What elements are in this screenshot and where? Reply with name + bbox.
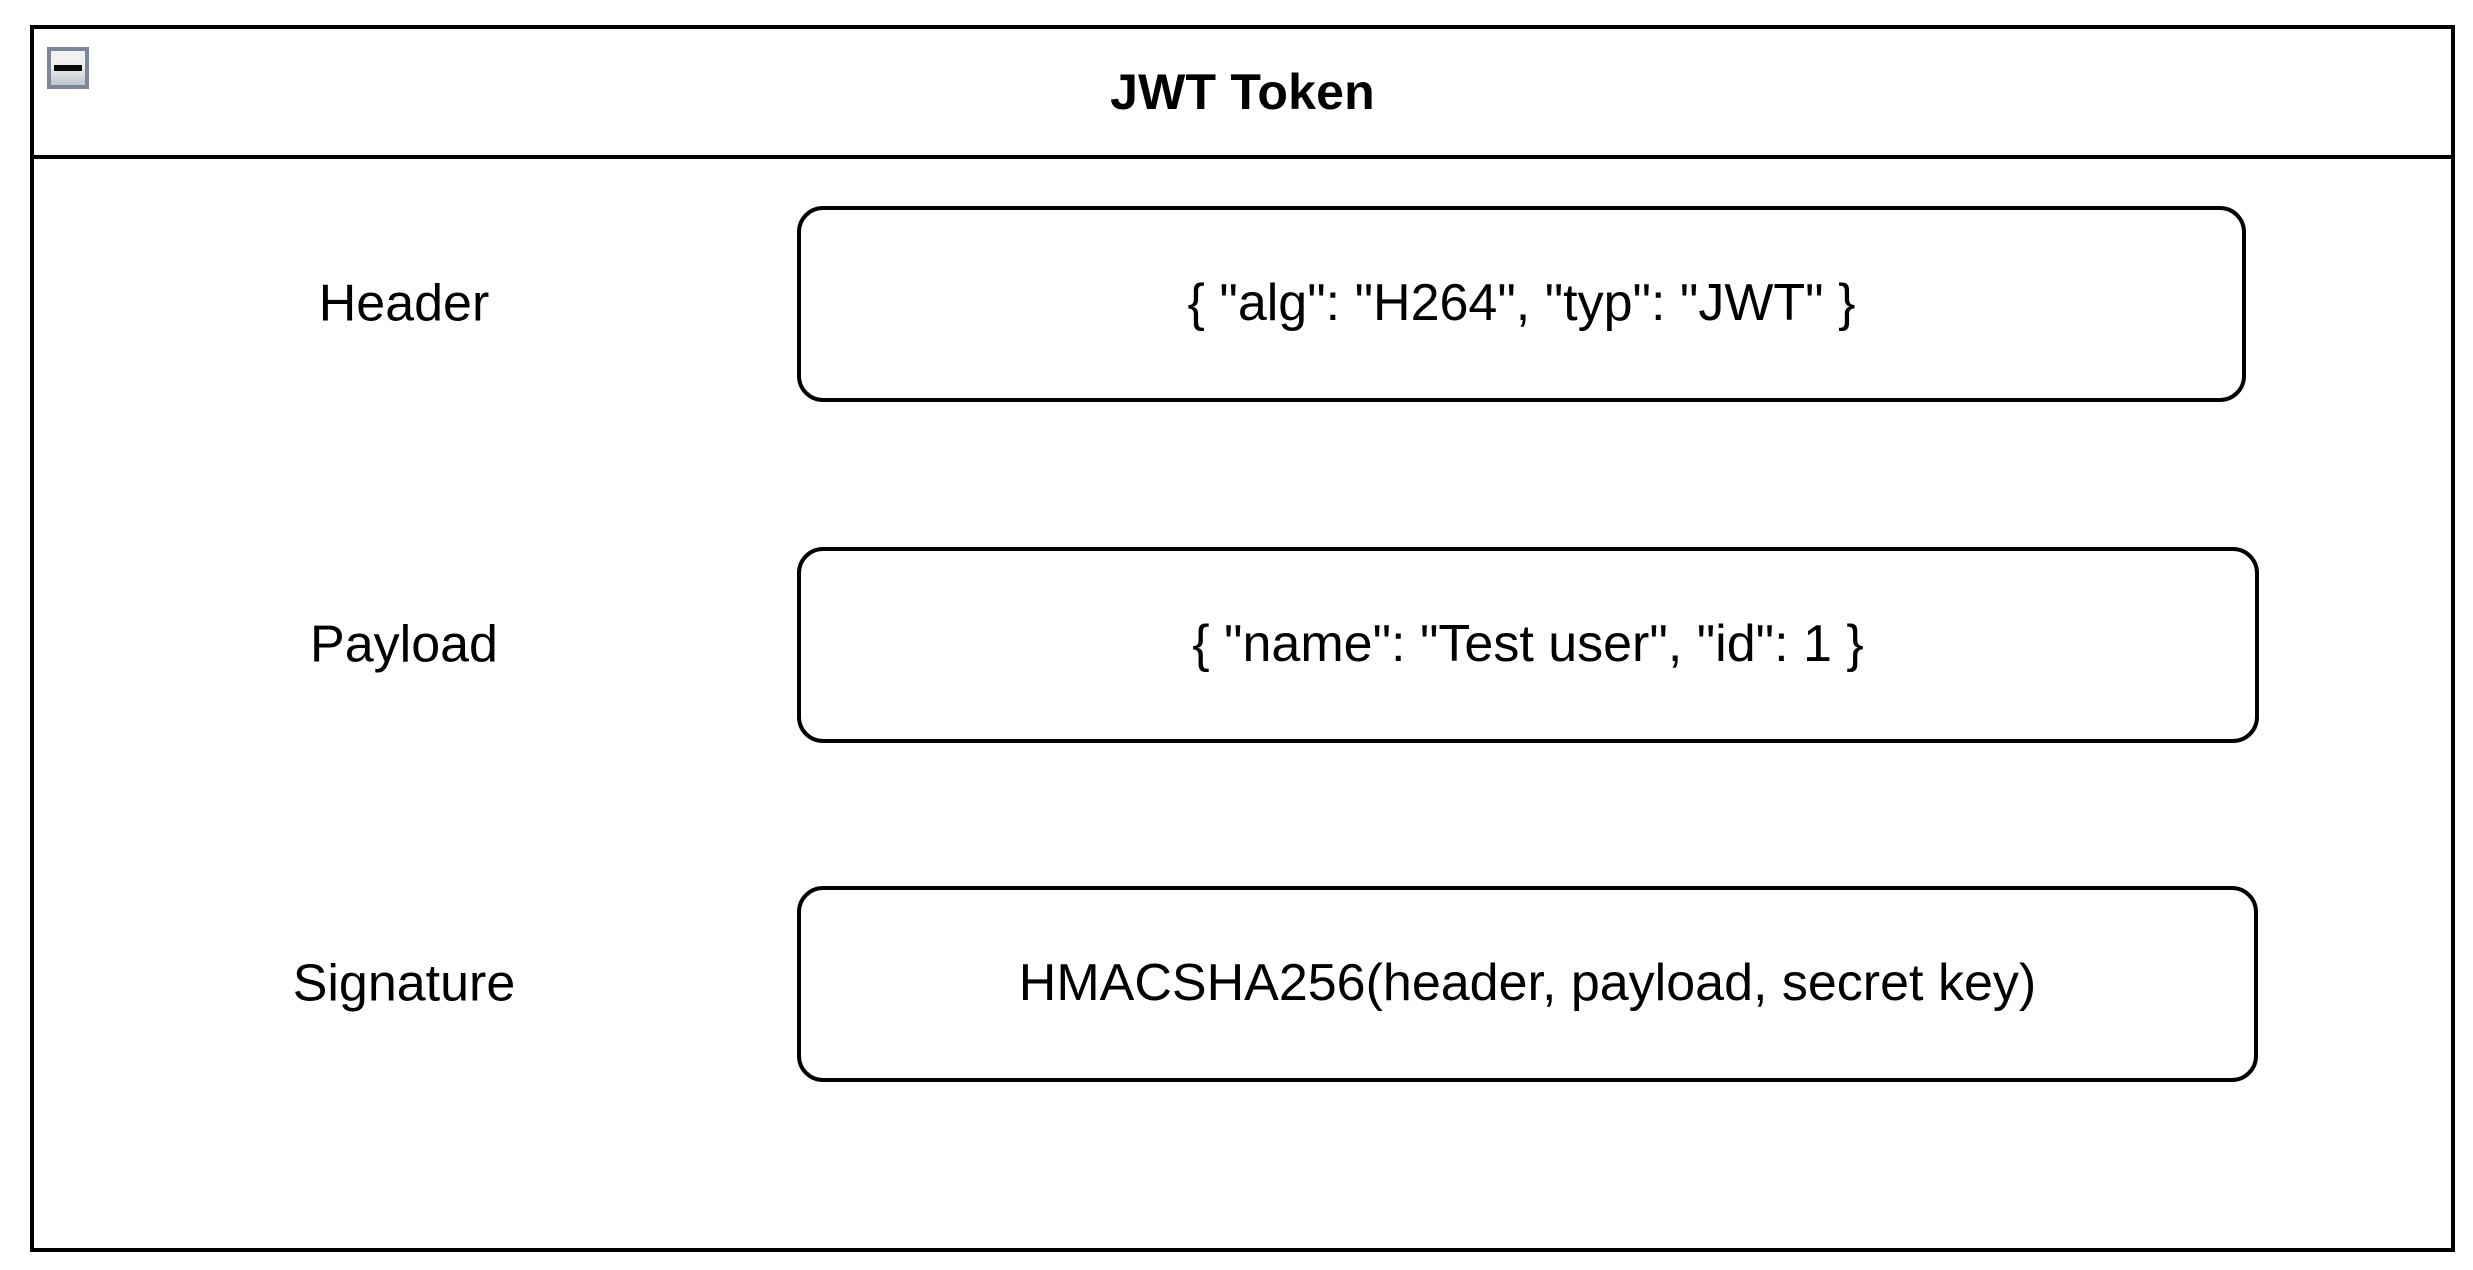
payload-value-text: { "name": "Test user", "id": 1 } (1192, 615, 1864, 674)
diagram-title-bar: JWT Token (34, 29, 2451, 159)
page-title: JWT Token (1110, 64, 1375, 120)
jwt-token-diagram: JWT Token Header { "alg": "H264", "typ":… (30, 25, 2455, 1252)
diagram-body: Header { "alg": "H264", "typ": "JWT" } P… (34, 159, 2451, 1248)
diagram-row-payload: Payload { "name": "Test user", "id": 1 } (34, 547, 2451, 743)
row-label-header: Header (318, 274, 490, 333)
minus-icon (54, 65, 82, 71)
signature-value-text: HMACSHA256(header, payload, secret key) (1018, 954, 2037, 1013)
header-value-text: { "alg": "H264", "typ": "JWT" } (1187, 274, 1856, 333)
payload-value-box[interactable]: { "name": "Test user", "id": 1 } (797, 547, 2259, 743)
row-label-signature: Signature (292, 954, 516, 1013)
diagram-row-header: Header { "alg": "H264", "typ": "JWT" } (34, 206, 2451, 402)
diagram-row-signature: Signature HMACSHA256(header, payload, se… (34, 886, 2451, 1082)
row-label-payload: Payload (310, 615, 498, 674)
collapse-toggle-button[interactable] (47, 47, 89, 89)
header-value-box[interactable]: { "alg": "H264", "typ": "JWT" } (797, 206, 2246, 402)
signature-value-box[interactable]: HMACSHA256(header, payload, secret key) (797, 886, 2258, 1082)
